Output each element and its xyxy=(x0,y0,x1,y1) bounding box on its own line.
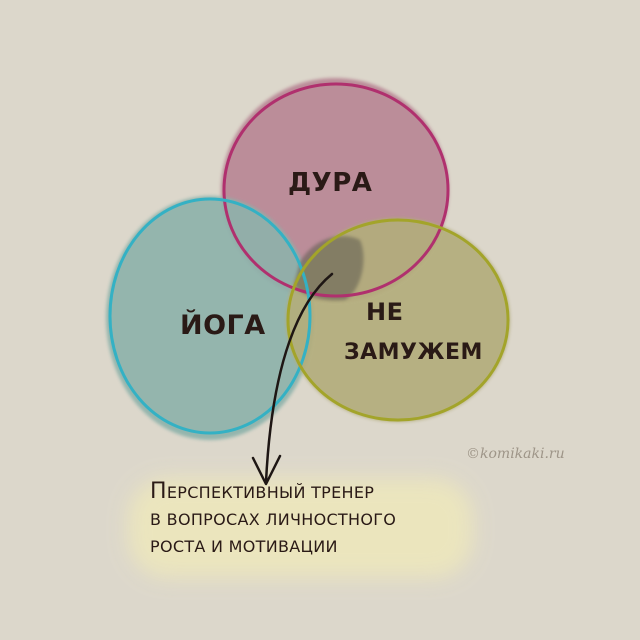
set-yoga-outline xyxy=(108,197,312,435)
arrow-line xyxy=(264,272,334,484)
set-label-dura: Дура xyxy=(288,168,373,198)
set-yoga-fill xyxy=(106,196,314,440)
caption: Перспективный тренер в вопросах личностн… xyxy=(150,478,396,560)
set-label-ne: Не xyxy=(366,298,404,326)
set-label-zamuzhem: Замужем xyxy=(344,340,483,365)
watermark: ©komikaki.ru xyxy=(466,446,565,462)
caption-line-2: в вопросах личностного xyxy=(150,510,397,529)
set-ne-zamuzhem-outline xyxy=(286,218,510,422)
set-label-yoga: Йога xyxy=(180,310,266,341)
set-dura-outline xyxy=(222,82,450,298)
arrow-head xyxy=(251,454,282,486)
caption-line-1: Перспективный тренер xyxy=(150,479,375,504)
caption-highlight xyxy=(128,478,473,578)
triple-intersection xyxy=(294,236,364,301)
caption-line-3: роста и мотивации xyxy=(150,537,338,556)
